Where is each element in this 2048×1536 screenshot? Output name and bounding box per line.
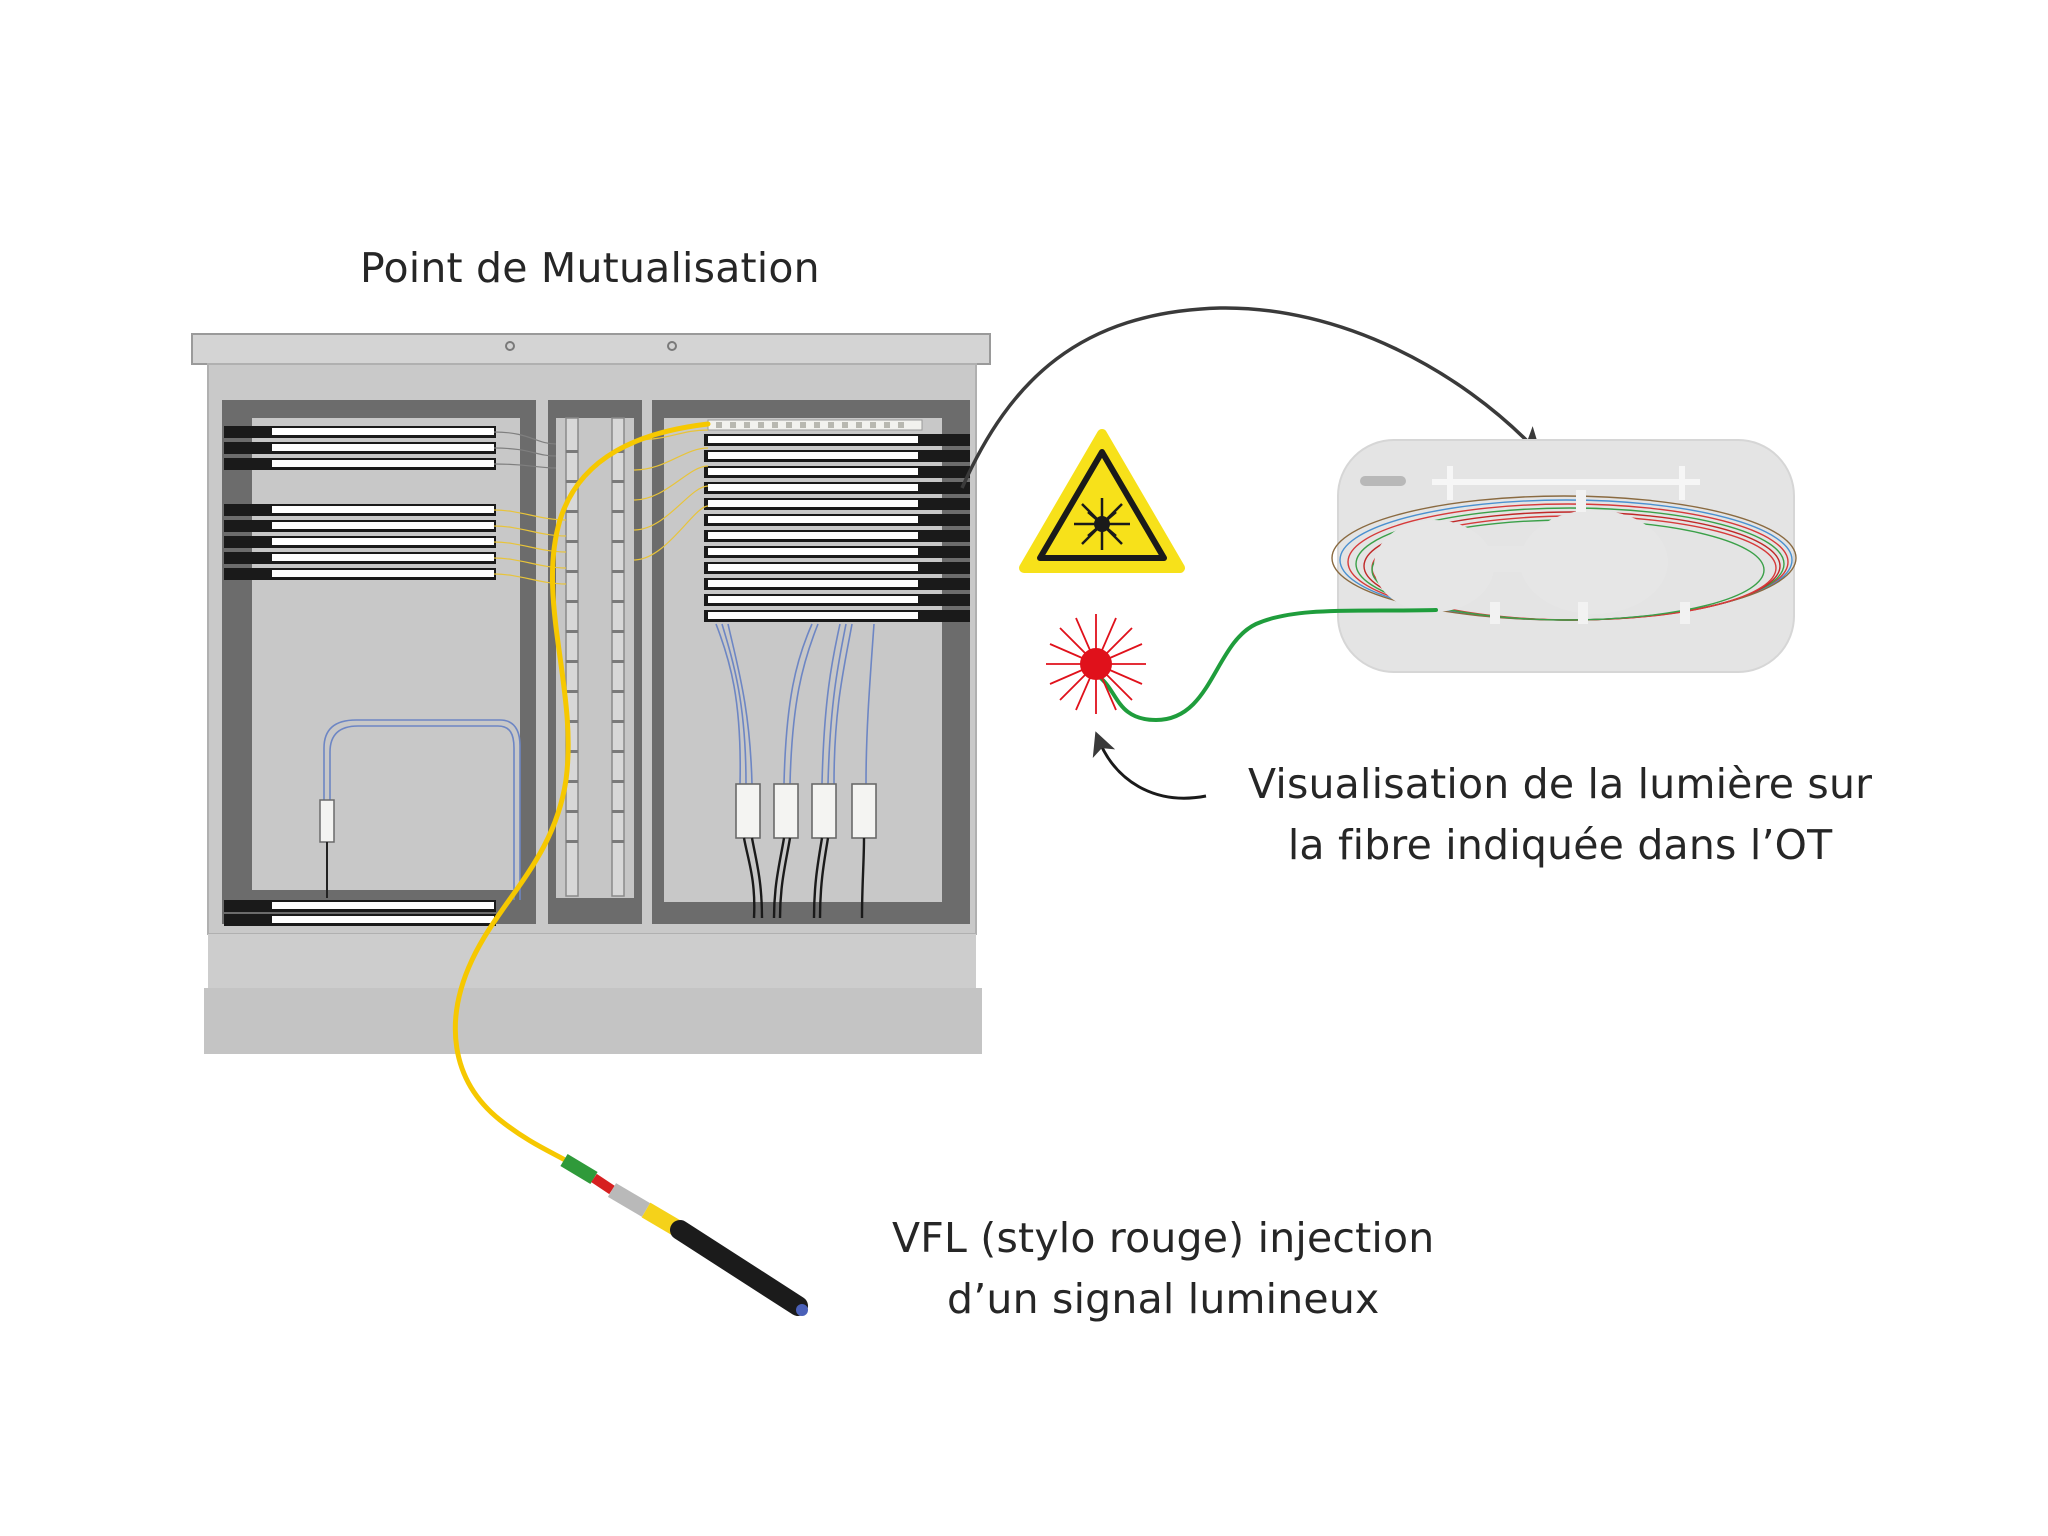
cabinet-base	[208, 934, 976, 988]
cabinet	[191, 333, 991, 1054]
arrow-to-tray	[960, 306, 1542, 489]
left-shelves-top	[224, 426, 496, 470]
tray-fiber-coil	[1331, 495, 1797, 621]
right-shelves	[704, 434, 970, 622]
vfl-caption-line2: d’un signal lumineux	[946, 1275, 1380, 1323]
right-pigtails	[715, 623, 875, 785]
visualisation-caption-line2: la fibre indiquée dans l’OT	[1287, 821, 1833, 869]
visualisation-caption-line1: Visualisation de la lumière sur	[1248, 760, 1873, 808]
splice-tray	[1331, 439, 1797, 673]
left-pigtail-connector	[319, 799, 335, 843]
left-pigtail-loop	[323, 719, 521, 900]
right-splitter-cables	[742, 837, 866, 919]
vfl-caption: VFL (stylo rouge) injection d’un signal …	[892, 1208, 1434, 1330]
cabinet-top	[191, 333, 991, 365]
visualisation-caption: Visualisation de la lumière sur la fibre…	[1248, 754, 1872, 876]
vfl-pen-icon	[560, 1153, 808, 1316]
laser-burst-icon	[1046, 614, 1146, 714]
cabinet-screw	[505, 341, 515, 351]
cabinet-title: Point de Mutualisation	[360, 244, 820, 292]
center-rail-ports	[566, 450, 624, 843]
left-shelves-middle	[224, 504, 496, 580]
left-bay-grey-fibers	[493, 431, 557, 469]
patch-cord	[452, 421, 711, 1167]
center-rail	[565, 417, 625, 897]
cabinet-screw	[667, 341, 677, 351]
green-fiber	[1096, 608, 1438, 723]
vfl-caption-line1: VFL (stylo rouge) injection	[892, 1214, 1435, 1262]
right-header-ports	[716, 422, 904, 428]
right-splitter-connectors	[735, 783, 877, 839]
left-bay-inner	[252, 418, 520, 890]
cabinet-plinth	[204, 988, 982, 1054]
laser-warning-icon	[1019, 429, 1185, 573]
left-shelves-bottom	[224, 900, 496, 926]
arrow-to-laser	[1092, 731, 1207, 800]
